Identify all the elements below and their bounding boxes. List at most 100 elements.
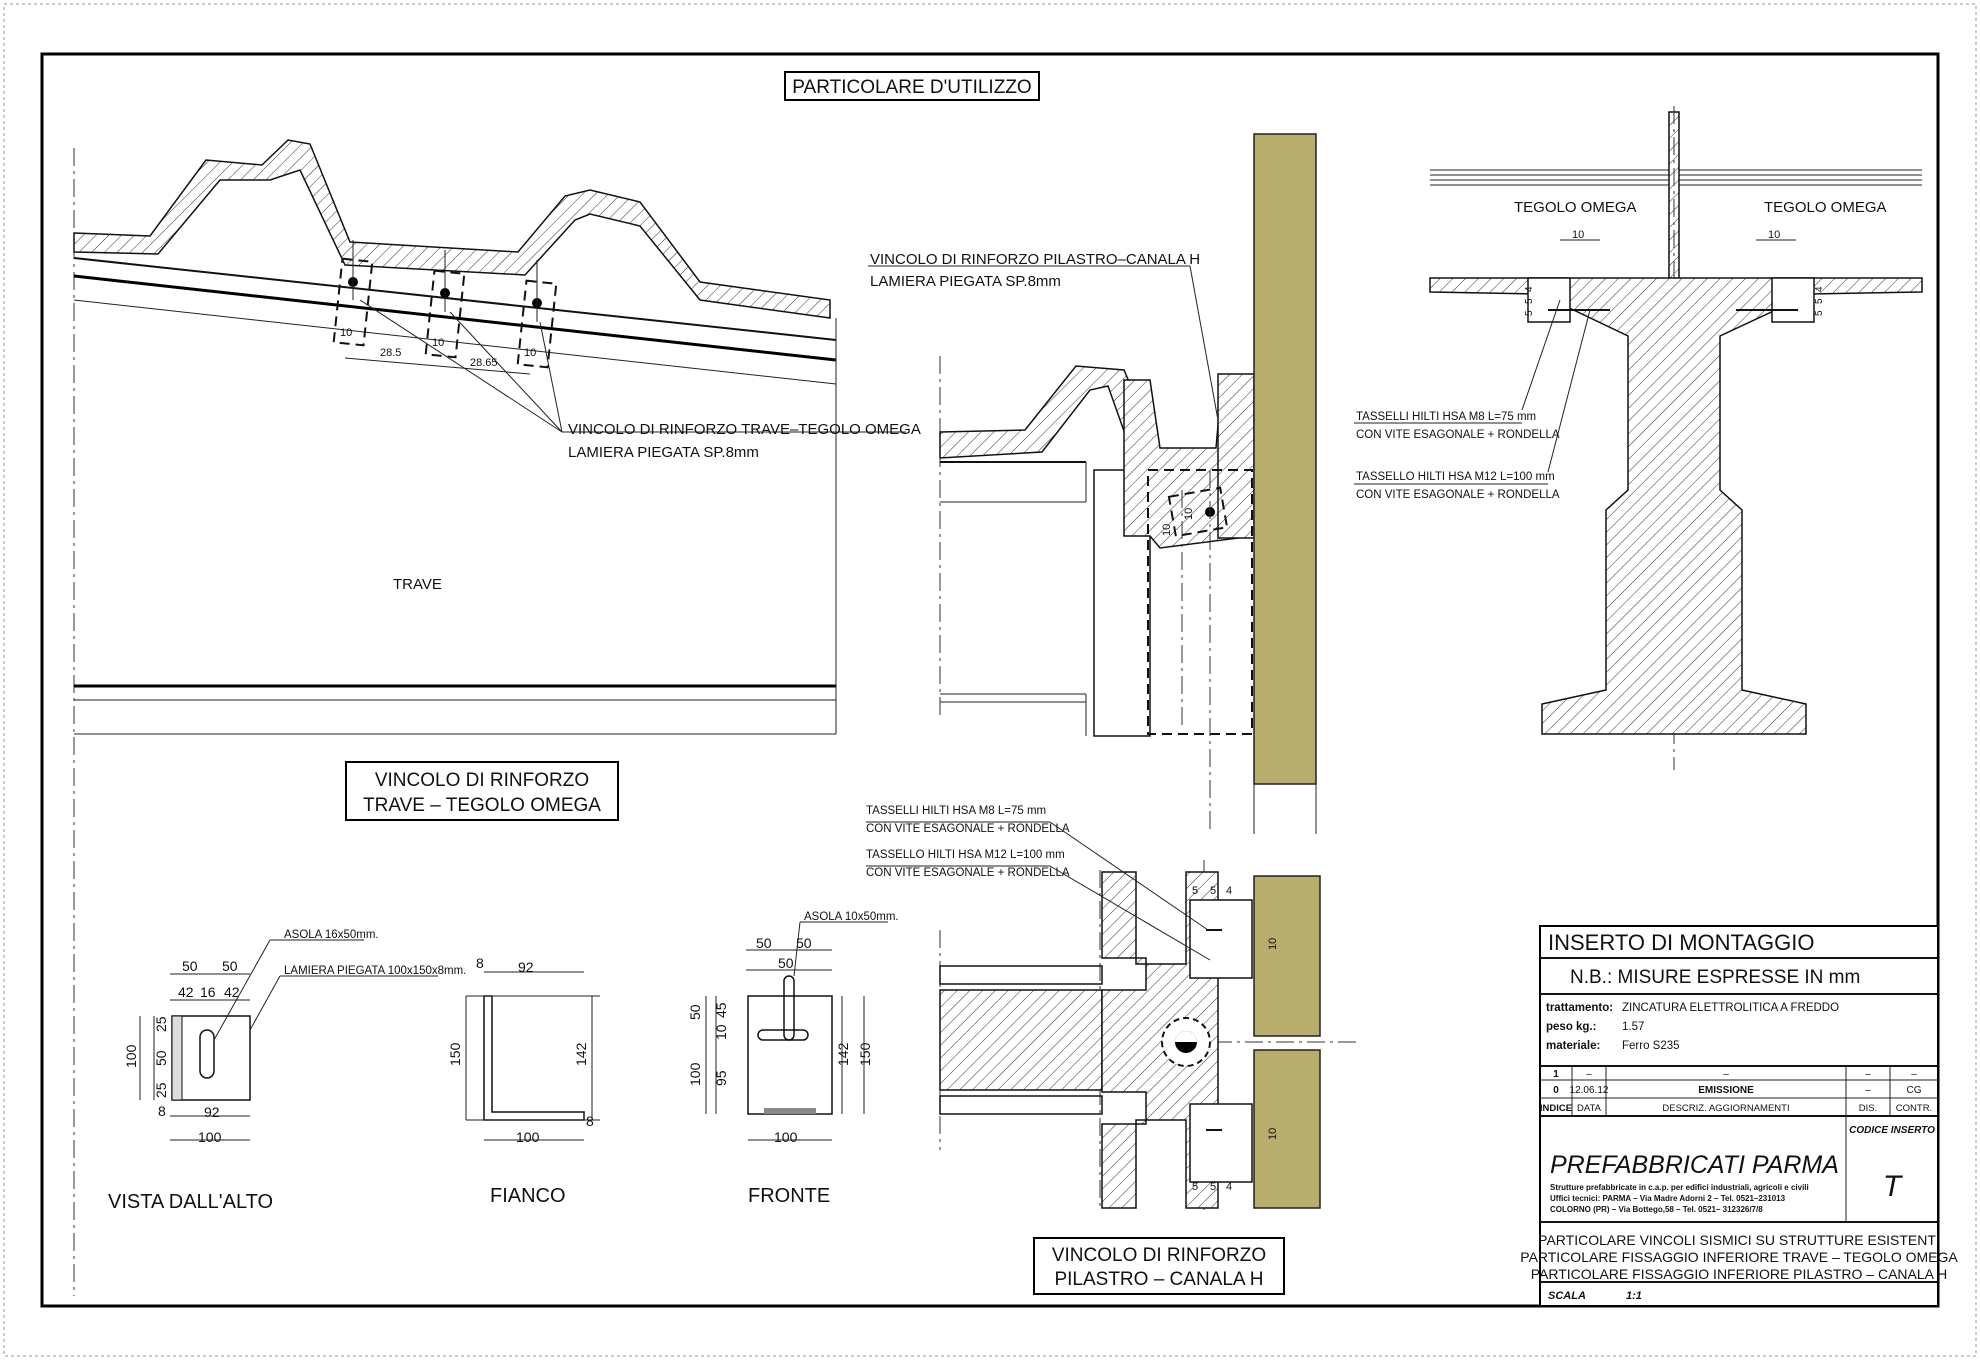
left-callout-line1: VINCOLO DI RINFORZO TRAVE–TEGOLO OMEGA	[568, 421, 921, 438]
tb-title: INSERTO DI MONTAGGIO	[1548, 930, 1814, 955]
tb-company-line3: COLORNO (PR) – Via Bottego,58 – Tel. 052…	[1550, 1205, 1763, 1214]
top-dim-50c: 50	[153, 1050, 169, 1066]
tb-prop-value-1: ZINCATURA ELETTROLITICA A FREDDO	[1622, 1002, 1839, 1014]
right-section: 10 10 TEGOLO OMEGA TEGOLO OMEGA 5 5 4 5 …	[1354, 106, 1923, 770]
dim-left-28-5: 28.5	[380, 347, 401, 359]
top-note-plate: LAMIERA PIEGATA 100x150x8mm.	[284, 965, 466, 977]
front-dim-50c: 50	[778, 955, 794, 971]
inner-border	[40, 52, 1940, 1308]
tb-rev1-descr: –	[1723, 1069, 1729, 1080]
tb-prop-label-1: trattamento:	[1546, 1002, 1613, 1014]
tb-rev0-descr: EMISSIONE	[1698, 1085, 1754, 1096]
dim-left-10-a: 10	[340, 327, 352, 339]
lower-caption-box	[1033, 1237, 1285, 1295]
lower-dim-top-5a: 5	[1192, 885, 1198, 897]
right-m8-line1: TASSELLI HILTI HSA M8 L=75 mm	[1356, 411, 1536, 423]
front-dim-50d: 50	[687, 1004, 703, 1020]
side-dim-142: 142	[573, 1042, 589, 1066]
tb-rev1-dis: –	[1865, 1069, 1871, 1080]
tb-head-dis: DIS.	[1859, 1103, 1877, 1114]
stack-left-4: 4	[1524, 286, 1535, 292]
header-title: PARTICOLARE D'UTILIZZO	[792, 77, 1031, 98]
front-dim-10: 10	[713, 1024, 729, 1040]
dim-mid-10-a: 10	[1161, 524, 1173, 536]
mid-callout-line2: LAMIERA PIEGATA SP.8mm	[870, 273, 1061, 290]
stack-left-5b: 5	[1524, 298, 1535, 304]
tegolo-left-label: TEGOLO OMEGA	[1514, 199, 1637, 216]
tb-rev0-data: 12.06.12	[1570, 1085, 1609, 1096]
bracket-left-2	[424, 250, 466, 359]
tb-company-line2: Uffici tecnici: PARMA – Via Madre Adorni…	[1550, 1194, 1786, 1203]
tb-prop-label-3: materiale:	[1546, 1040, 1600, 1052]
tb-scale-label: SCALA	[1548, 1290, 1586, 1302]
plate-top-view: 50 50 42 16 42 25 50 25 100 8 92 100 ASO…	[108, 929, 466, 1213]
front-dim-45: 45	[713, 1002, 729, 1018]
tb-prop-label-2: peso kg.:	[1546, 1021, 1596, 1033]
title-block: INSERTO DI MONTAGGIO N.B.: MISURE ESPRES…	[1520, 925, 1958, 1307]
lower-dim-top-4: 4	[1226, 885, 1232, 897]
tb-desc-line2: PARTICOLARE FISSAGGIO INFERIORE TRAVE – …	[1520, 1249, 1958, 1265]
mid-callout-line1: VINCOLO DI RINFORZO PILASTRO–CANALA H	[870, 251, 1200, 268]
front-note-slot: ASOLA 10x50mm.	[804, 911, 899, 923]
plate-front-view: 50 50 50 50 10 45 100 95 142 150 100 ASO…	[687, 911, 899, 1207]
lower-m12-line1: TASSELLO HILTI HSA M12 L=100 mm	[866, 849, 1065, 861]
top-view-title: VISTA DALL'ALTO	[108, 1191, 273, 1213]
left-caption-line2: TRAVE – TEGOLO OMEGA	[363, 795, 601, 816]
front-dim-100v: 100	[687, 1062, 703, 1086]
tb-head-contr: CONTR.	[1896, 1103, 1932, 1114]
tb-company: PREFABBRICATI PARMA	[1550, 1151, 1839, 1179]
front-dim-50b: 50	[796, 935, 812, 951]
top-dim-42b: 42	[224, 984, 240, 1000]
top-dim-50b: 50	[222, 958, 238, 974]
top-dim-100v: 100	[123, 1044, 139, 1068]
tb-prop-value-2: 1.57	[1622, 1021, 1644, 1033]
lower-dim-bot-5b: 5	[1210, 1181, 1216, 1193]
side-dim-8a: 8	[476, 955, 484, 971]
outer-border	[3, 3, 1977, 1357]
dim-left-10-c: 10	[524, 347, 536, 359]
lower-m8-line2: CON VITE ESAGONALE + RONDELLA	[866, 823, 1070, 835]
front-view-title: FRONTE	[748, 1185, 830, 1207]
lower-dim-side-bot: 10	[1267, 1128, 1279, 1140]
column-section	[1253, 133, 1317, 785]
tb-rev0-contr: CG	[1907, 1085, 1922, 1096]
left-caption-line1: VINCOLO DI RINFORZO	[375, 770, 589, 791]
tb-rev1-indice: 1	[1553, 1069, 1559, 1080]
lower-m8-line1: TASSELLI HILTI HSA M8 L=75 mm	[866, 805, 1046, 817]
front-dim-95: 95	[713, 1070, 729, 1086]
stack-left-5a: 5	[1524, 310, 1535, 316]
top-dim-8: 8	[158, 1103, 166, 1119]
side-dim-8b: 8	[586, 1113, 594, 1129]
bracket-left-1	[332, 240, 374, 347]
dim-mid-10-b: 10	[1183, 508, 1195, 520]
left-callout-line2: LAMIERA PIEGATA SP.8mm	[568, 444, 759, 461]
bracket-left-3	[516, 260, 558, 369]
tb-head-data: DATA	[1577, 1103, 1602, 1114]
right-m8-line2: CON VITE ESAGONALE + RONDELLA	[1356, 429, 1560, 441]
tb-rev0-dis: –	[1865, 1085, 1871, 1096]
tb-desc-line1: PARTICOLARE VINCOLI SISMICI SU STRUTTURE…	[1538, 1232, 1940, 1248]
right-m12-line2: CON VITE ESAGONALE + RONDELLA	[1356, 489, 1560, 501]
top-note-slot: ASOLA 16x50mm.	[284, 929, 379, 941]
lower-dim-bot-5a: 5	[1192, 1181, 1198, 1193]
lower-m12-line2: CON VITE ESAGONALE + RONDELLA	[866, 867, 1070, 879]
lower-dim-top-5b: 5	[1210, 885, 1216, 897]
top-dim-16: 16	[200, 984, 216, 1000]
left-elevation: 10 10 10 28.5 28.65 VINCOLO DI RINFORZO …	[73, 139, 921, 1296]
side-view-title: FIANCO	[490, 1185, 566, 1207]
tb-head-indice: INDICE	[1540, 1103, 1572, 1114]
plate-side-view: 8 92 150 142 8 100 FIANCO	[447, 955, 600, 1207]
dim-right-left-10: 10	[1572, 229, 1584, 241]
front-dim-150: 150	[857, 1042, 873, 1066]
top-dim-25b: 25	[153, 1082, 169, 1098]
top-dim-25a: 25	[153, 1016, 169, 1032]
stack-right-5b: 5	[1814, 298, 1825, 304]
front-dim-100h: 100	[774, 1129, 798, 1145]
dim-left-28-65: 28.65	[470, 357, 498, 369]
right-m12-line1: TASSELLO HILTI HSA M12 L=100 mm	[1356, 471, 1555, 483]
side-dim-100: 100	[516, 1129, 540, 1145]
lower-caption-line1: VINCOLO DI RINFORZO	[1052, 1245, 1266, 1266]
trave-label: TRAVE	[393, 576, 442, 593]
